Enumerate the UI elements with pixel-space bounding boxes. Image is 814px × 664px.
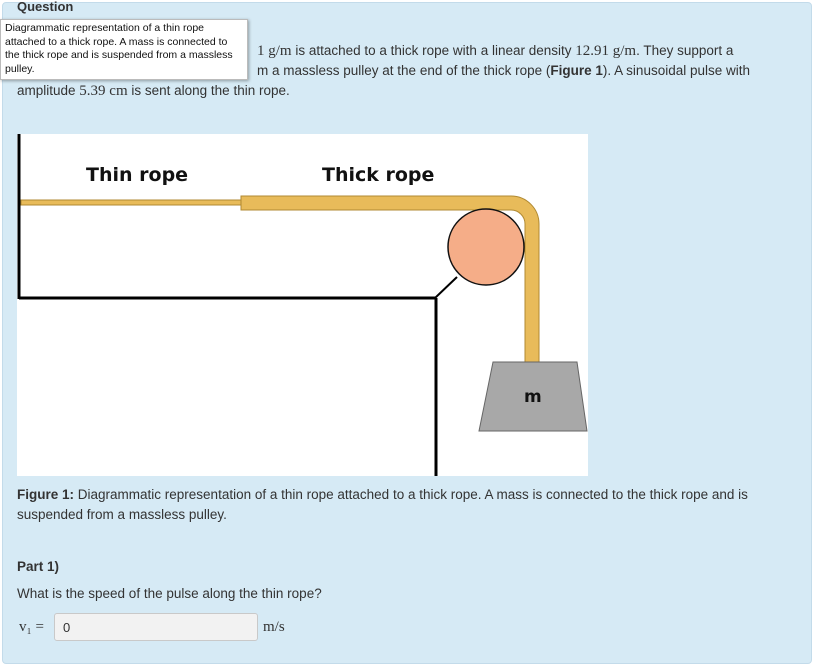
question-text: 1 g/m is attached to a thick rope with a…: [17, 41, 787, 101]
figure-image: Thin rope Thick rope m: [17, 134, 588, 476]
image-tooltip: Diagrammatic representation of a thin ro…: [0, 19, 248, 80]
thick-rope-label: Thick rope: [322, 164, 435, 186]
answer-input[interactable]: [54, 613, 258, 641]
answer-unit: m/s: [263, 619, 285, 635]
part-question: What is the speed of the pulse along the…: [17, 586, 322, 601]
part-title: Part 1): [17, 559, 60, 574]
question-text-4: ). A sinusoidal pulse with: [602, 63, 751, 78]
thick-density-value: 12.91 g/m: [575, 43, 637, 59]
pulley-support-line: [434, 276, 458, 299]
thin-rope: [20, 199, 242, 206]
question-text-6: is sent along the thin rope.: [127, 83, 290, 98]
caption-prefix: Figure 1:: [17, 487, 75, 502]
figure-caption: Figure 1: Diagrammatic representation of…: [17, 485, 787, 525]
question-heading: Question: [17, 0, 74, 14]
mass-label: m: [524, 387, 542, 407]
figure-reference: Figure 1: [550, 63, 603, 78]
caption-text: Diagrammatic representation of a thin ro…: [17, 487, 748, 522]
pulley-icon: [447, 208, 525, 286]
question-text-3: m a massless pulley at the end of the th…: [257, 63, 551, 78]
mass-block: [478, 361, 588, 432]
question-text-1: is attached to a thick rope with a linea…: [291, 43, 576, 58]
thin-density-value: 1 g/m: [257, 43, 292, 59]
answer-variable-label: v₁ =: [19, 619, 44, 635]
rope-pulley-diagram: [17, 134, 588, 476]
question-text-2: . They support a: [636, 43, 734, 58]
amplitude-value: 5.39 cm: [79, 83, 128, 99]
question-text-5: amplitude: [17, 83, 80, 98]
thin-rope-label: Thin rope: [86, 164, 189, 186]
